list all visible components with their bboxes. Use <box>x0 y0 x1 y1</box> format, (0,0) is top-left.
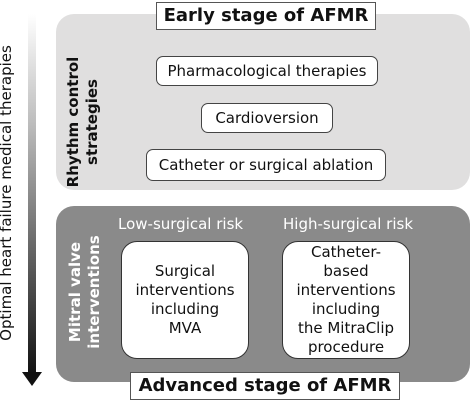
advanced-stage-title: Advanced stage of AFMR <box>130 372 400 400</box>
therapy-axis-label: Optimal heart failure medical therapies <box>0 45 15 341</box>
surgical-interventions-box: Surgical interventions including MVA <box>121 241 249 359</box>
low-surgical-risk-label: Low-surgical risk <box>118 215 244 233</box>
ablation-box: Catheter or surgical ablation <box>146 149 386 181</box>
early-stage-title: Early stage of AFMR <box>156 2 376 30</box>
surgical-interventions-text: Surgical interventions including MVA <box>135 262 235 337</box>
mitral-valve-interventions-label: Mitral valve interventions <box>66 235 103 349</box>
catheter-interventions-text: Catheter-based interventions including t… <box>296 243 396 356</box>
cardioversion-box: Cardioversion <box>201 103 333 133</box>
catheter-interventions-box: Catheter-based interventions including t… <box>282 241 410 359</box>
therapy-arrow-shaft <box>28 14 36 376</box>
pharmacological-therapies-box: Pharmacological therapies <box>156 56 378 86</box>
therapy-arrow-head <box>22 372 42 386</box>
rhythm-control-label: Rhythm control strategies <box>64 56 101 188</box>
high-surgical-risk-label: High-surgical risk <box>283 215 414 233</box>
